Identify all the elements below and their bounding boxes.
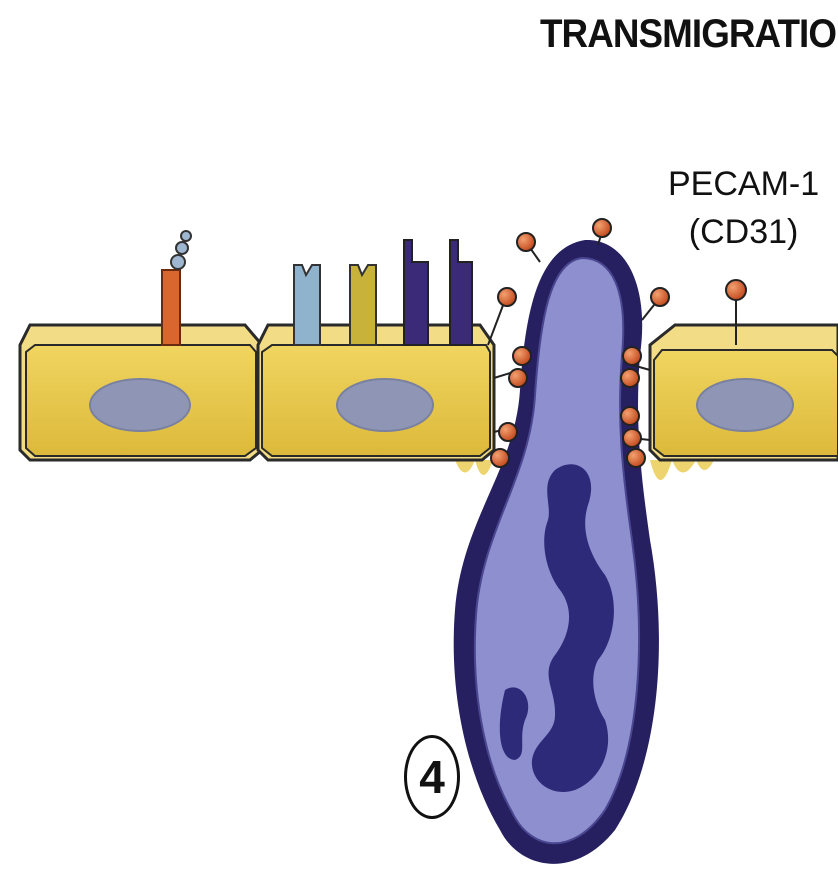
step-number-badge: 4 xyxy=(404,735,460,819)
endothelial-nucleus-3 xyxy=(697,379,793,431)
receptor-yellow xyxy=(350,265,376,345)
pecam-label-line2: (CD31) xyxy=(668,208,819,256)
receptor-purple-2 xyxy=(450,240,472,345)
receptor-purple-1 xyxy=(404,240,428,345)
endothelial-nucleus-1 xyxy=(90,379,190,431)
pecam-label-line1: PECAM-1 xyxy=(668,160,819,208)
pecam-label: PECAM-1 (CD31) xyxy=(668,160,819,256)
endothelial-cell-3 xyxy=(650,325,838,460)
diagram-title: TRANSMIGRATION xyxy=(540,12,838,57)
endothelial-nucleus-2 xyxy=(337,379,433,431)
endothelial-cell-1 xyxy=(20,325,262,460)
receptor-blue xyxy=(294,265,320,345)
